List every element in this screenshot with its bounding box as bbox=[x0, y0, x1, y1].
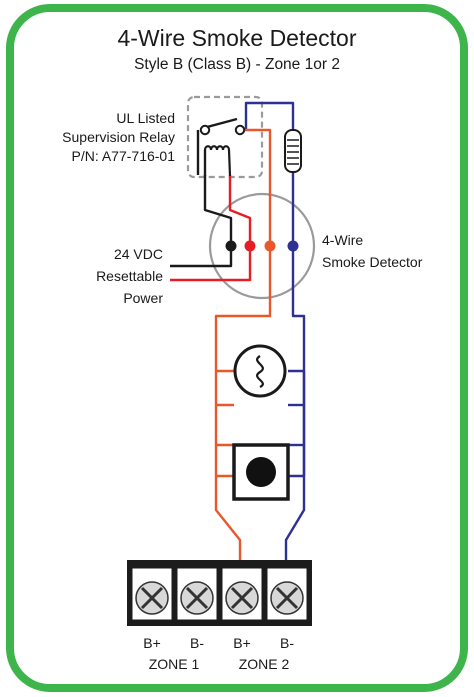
end-of-line-resistor bbox=[284, 129, 302, 173]
relay-coil bbox=[203, 145, 232, 177]
relay-label-line3: P/N: A77-716-01 bbox=[71, 148, 175, 164]
black-wire bbox=[170, 130, 233, 268]
detector-outline bbox=[208, 192, 316, 300]
red-wire bbox=[170, 175, 252, 282]
power-label-line2: Resettable bbox=[96, 268, 163, 284]
detector-label-line2: Smoke Detector bbox=[322, 254, 423, 270]
diagram-subtitle: Style B (Class B) - Zone 1or 2 bbox=[134, 56, 340, 73]
terminal-screw-2 bbox=[180, 581, 214, 615]
sounder-device bbox=[233, 344, 287, 398]
zone1-label: ZONE 1 bbox=[149, 656, 200, 672]
terminal-screw-4 bbox=[270, 581, 304, 615]
terminal-label-4: B- bbox=[280, 635, 294, 651]
power-label-line1: 24 VDC bbox=[114, 246, 163, 262]
relay-label-line1: UL Listed bbox=[116, 110, 175, 126]
terminal-label-2: B- bbox=[190, 635, 204, 651]
relay-outline bbox=[186, 95, 264, 179]
terminal-screw-1 bbox=[135, 581, 169, 615]
diagram-frame bbox=[6, 4, 468, 692]
blue-wire bbox=[244, 101, 306, 575]
diagram-title: 4-Wire Smoke Detector bbox=[117, 25, 356, 51]
test-switch-device bbox=[232, 443, 290, 501]
zone2-label: ZONE 2 bbox=[239, 656, 290, 672]
terminal-label-1: B+ bbox=[143, 635, 161, 651]
relay-label-line2: Supervision Relay bbox=[62, 129, 175, 145]
detector-terminal-blue bbox=[287, 240, 299, 252]
detector-label-line1: 4-Wire bbox=[322, 232, 363, 248]
detector-terminal-red bbox=[244, 240, 256, 252]
orange-wire bbox=[214, 128, 272, 575]
detector-terminal-orange bbox=[264, 240, 276, 252]
terminal-screw-3 bbox=[225, 581, 259, 615]
terminal-label-3: B+ bbox=[233, 635, 251, 651]
power-label-line3: Power bbox=[123, 290, 163, 306]
detector-terminal-black bbox=[225, 240, 237, 252]
relay-contacts bbox=[199, 117, 246, 136]
